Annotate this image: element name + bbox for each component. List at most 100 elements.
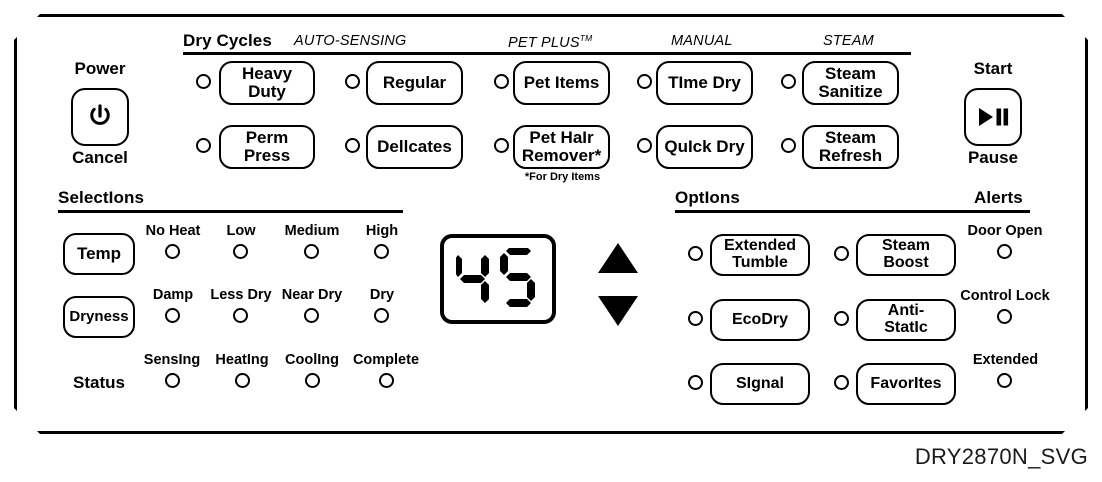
- group-label-manual: MANUAL: [671, 33, 733, 49]
- pet-hair-footnote: *For Dry Items: [524, 171, 601, 183]
- status-label-heating: HeatIng: [215, 352, 269, 368]
- led-ecodry: [688, 311, 703, 326]
- led-steam-sanitize: [781, 74, 796, 89]
- led-delicates: [345, 138, 360, 153]
- led-status-cooling: [305, 373, 320, 388]
- alert-label-control-lock: Control Lock: [960, 288, 1050, 304]
- model-code-label: DRY2870N_SVG: [914, 444, 1088, 469]
- button-pet-items[interactable]: Pet Items: [513, 61, 610, 105]
- button-steam-boost-line1: Steam: [881, 237, 931, 255]
- arrow-down-button[interactable]: [598, 296, 638, 326]
- button-signal[interactable]: SIgnal: [710, 363, 810, 405]
- dryness-option-label-damp: Damp: [152, 287, 194, 303]
- button-ecodry[interactable]: EcoDry: [710, 299, 810, 341]
- led-pet-items: [494, 74, 509, 89]
- button-anti-static[interactable]: Anti-StatIc: [856, 299, 956, 341]
- start-label: Start: [973, 59, 1013, 78]
- led-temp-medium: [304, 244, 319, 259]
- led-pet-hair-remover: [494, 138, 509, 153]
- led-heavy-duty: [196, 74, 211, 89]
- button-temp-label: Temp: [76, 244, 122, 264]
- power-button[interactable]: [71, 88, 129, 146]
- button-regular[interactable]: Regular: [366, 61, 463, 105]
- button-favorites[interactable]: FavorItes: [856, 363, 956, 405]
- button-time-dry-label: TIme Dry: [668, 73, 741, 93]
- arrow-up-button[interactable]: [598, 243, 638, 273]
- dry-cycles-rule: [183, 52, 911, 55]
- button-steam-sanitize-line1: Steam: [824, 64, 877, 84]
- button-steam-refresh-line2: Refresh: [818, 146, 883, 165]
- led-alert-door-open: [997, 244, 1012, 259]
- group-label-auto-sensing: AUTO-SENSING: [294, 33, 407, 49]
- button-heavy-duty-line1: Heavy: [241, 64, 293, 84]
- led-status-sensing: [165, 373, 180, 388]
- power-label: Power: [74, 59, 126, 78]
- alert-label-extended: Extended: [972, 352, 1039, 368]
- display-digits-svg: [456, 248, 535, 307]
- start-pause-button[interactable]: [964, 88, 1022, 146]
- led-perm-press: [196, 138, 211, 153]
- temp-option-label-low: Low: [226, 223, 256, 239]
- button-perm-press-line2: Press: [243, 146, 291, 165]
- led-regular: [345, 74, 360, 89]
- selections-rule: [58, 210, 403, 213]
- status-label-sensing: SensIng: [143, 352, 201, 368]
- button-signal-label: SIgnal: [735, 374, 784, 392]
- cancel-label: Cancel: [72, 148, 128, 167]
- button-pet-hair-remover-line2: Remover*: [521, 146, 602, 165]
- led-anti-static: [834, 311, 849, 326]
- button-ecodry-label: EcoDry: [731, 310, 789, 328]
- status-label-complete: Complete: [352, 352, 420, 368]
- alerts-title: Alerts: [974, 188, 1023, 207]
- button-regular-label: Regular: [382, 73, 447, 93]
- button-delicates[interactable]: Dellcates: [366, 125, 463, 169]
- led-temp-low: [233, 244, 248, 259]
- temp-option-label-no-heat: No Heat: [145, 223, 201, 239]
- power-icon: [90, 104, 110, 125]
- button-pet-hair-remover-line1: Pet HaIr: [529, 128, 594, 148]
- status-label-cooling: CoolIng: [285, 352, 339, 368]
- button-extended-tumble-line2: Tumble: [732, 254, 788, 271]
- button-time-dry[interactable]: TIme Dry: [656, 61, 753, 105]
- led-signal: [688, 375, 703, 390]
- led-dryness-less-dry: [233, 308, 248, 323]
- led-quick-dry: [637, 138, 652, 153]
- button-pet-items-label: Pet Items: [523, 73, 600, 93]
- group-label-steam: STEAM: [823, 33, 874, 49]
- led-extended-tumble: [688, 246, 703, 261]
- led-steam-refresh: [781, 138, 796, 153]
- button-dryness-label: Dryness: [69, 308, 129, 326]
- button-steam-sanitize-line2: Sanitize: [818, 82, 883, 101]
- dryness-option-label-near-dry: Near Dry: [281, 287, 343, 303]
- status-label: Status: [73, 373, 125, 392]
- alert-label-door-open: Door Open: [967, 223, 1043, 239]
- led-alert-control-lock: [997, 309, 1012, 324]
- led-temp-no-heat: [165, 244, 180, 259]
- display-digit-2: [500, 248, 535, 307]
- button-steam-refresh-line1: Steam: [824, 128, 877, 148]
- button-quick-dry[interactable]: QuIck Dry: [656, 125, 753, 169]
- button-anti-static-line2: StatIc: [884, 319, 928, 336]
- selections-title: SelectIons: [58, 188, 145, 207]
- button-dryness[interactable]: Dryness: [63, 296, 135, 338]
- led-status-heating: [235, 373, 250, 388]
- pause-label: Pause: [967, 148, 1019, 167]
- led-steam-boost: [834, 246, 849, 261]
- group-label-pet-plus: PET PLUSTM: [508, 33, 593, 51]
- dryness-option-label-less-dry: Less Dry: [210, 287, 272, 303]
- trademark-symbol: TM: [579, 33, 593, 43]
- button-extended-tumble-line1: Extended: [723, 237, 796, 255]
- temp-option-label-high: High: [365, 223, 399, 239]
- led-dryness-damp: [165, 308, 180, 323]
- button-temp[interactable]: Temp: [63, 233, 135, 275]
- button-delicates-label: Dellcates: [377, 137, 452, 157]
- led-alert-extended: [997, 373, 1012, 388]
- button-heavy-duty-line2: Duty: [248, 82, 286, 101]
